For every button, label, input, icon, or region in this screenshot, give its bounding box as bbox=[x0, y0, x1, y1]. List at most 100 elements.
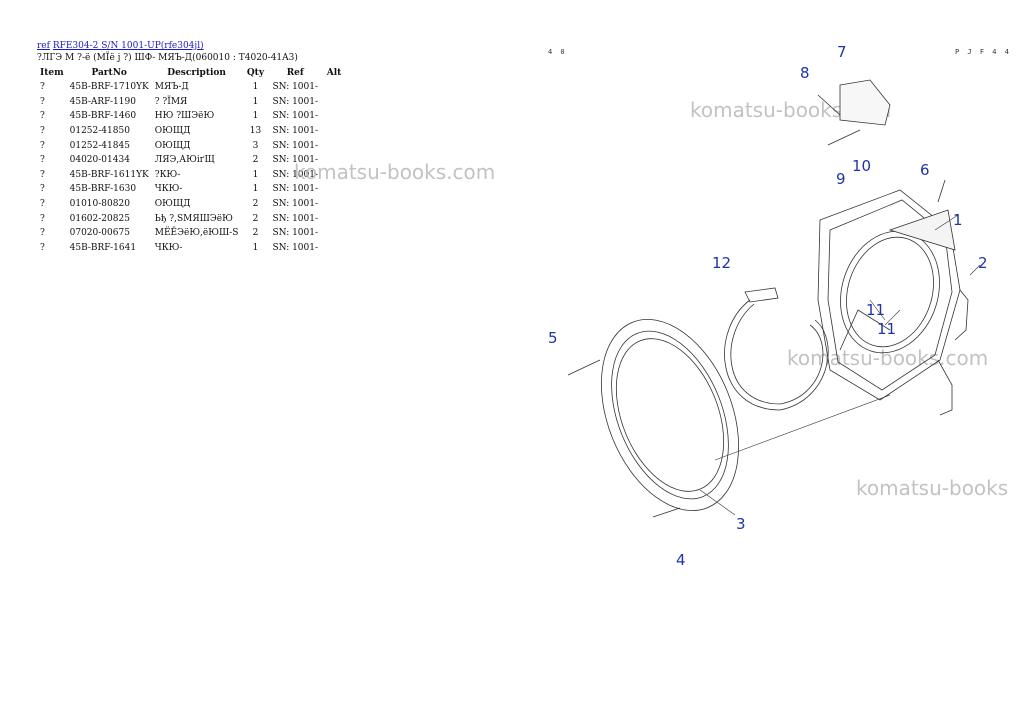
callout-2: 2 bbox=[978, 254, 988, 272]
seal-ring-part bbox=[724, 287, 829, 411]
table-row: ? 04020-01434 ЛЯЭ,АЮіґЩ 2 SN: 1001- bbox=[37, 153, 347, 168]
description-cell: МЯЪ-Д bbox=[154, 82, 189, 93]
part-number-cell: 04020-01434 bbox=[69, 155, 130, 166]
callout-9: 9 bbox=[836, 170, 846, 188]
item-cell: ? bbox=[40, 82, 45, 93]
quantity-cell: 1 bbox=[252, 82, 259, 93]
column-header-partno: PartNo bbox=[91, 68, 127, 78]
table-row: ? 45B-BRF-1641 ЧКЮ- 1 SN: 1001- bbox=[37, 241, 347, 256]
part-number-cell: 45B-BRF-1611YK bbox=[69, 169, 149, 180]
description-cell: ОЮЩД bbox=[154, 199, 191, 210]
part-number-cell: 45B-BRF-1460 bbox=[69, 111, 137, 122]
alt-cell bbox=[321, 124, 347, 139]
column-header-alt: Alt bbox=[326, 68, 342, 78]
ref-cell: SN: 1001- bbox=[272, 155, 319, 166]
description-cell: ЛЯЭ,АЮіґЩ bbox=[154, 155, 215, 166]
quantity-cell: 2 bbox=[252, 228, 259, 239]
item-cell: ? bbox=[40, 242, 45, 253]
part-number-cell: 01252-41850 bbox=[69, 126, 130, 137]
description-cell: ? ?ЇМЯ bbox=[154, 96, 188, 107]
callout-4: 4 bbox=[676, 551, 686, 569]
item-cell: ? bbox=[40, 213, 45, 224]
quantity-cell: 2 bbox=[252, 155, 259, 166]
description-cell: ОЮЩД bbox=[154, 126, 191, 137]
pin-6 bbox=[937, 179, 946, 203]
ref-cell: SN: 1001- bbox=[272, 199, 319, 210]
section-title: ?ЛГЭ М ?-ё (МЇё j ?) ШФ- МЯЪ-Д(060010 : … bbox=[37, 53, 298, 63]
callout-12: 12 bbox=[712, 254, 731, 272]
bolt-9 bbox=[827, 129, 861, 146]
description-cell: МЁЁЭёЮ,ёЮШ-S bbox=[154, 228, 239, 239]
ref-cell: SN: 1001- bbox=[272, 111, 319, 122]
table-header-row: Item PartNo Description Qty Ref Alt bbox=[37, 66, 347, 80]
alt-cell bbox=[321, 226, 347, 241]
part-number-cell: 01010-80820 bbox=[69, 199, 130, 210]
description-cell: Ьђ ?,SМЯШЭёЮ bbox=[154, 213, 233, 224]
callout-11a: 11 bbox=[866, 301, 885, 319]
table-row: ? 45B-BRF-1460 НЮ ?ШЭёЮ 1 SN: 1001- bbox=[37, 109, 347, 124]
callout-8: 8 bbox=[800, 64, 810, 82]
quantity-cell: 1 bbox=[252, 169, 259, 180]
pin-8 bbox=[817, 94, 841, 116]
item-cell: ? bbox=[40, 140, 45, 151]
quantity-cell: 3 bbox=[252, 140, 259, 151]
quantity-cell: 1 bbox=[252, 184, 259, 195]
callout-1: 1 bbox=[953, 211, 963, 229]
table-row: ? 01252-41845 ОЮЩД 3 SN: 1001- bbox=[37, 138, 347, 153]
item-cell: ? bbox=[40, 111, 45, 122]
quantity-cell: 13 bbox=[249, 126, 262, 137]
callout-3: 3 bbox=[736, 515, 746, 533]
drawing-code-left: 4 0 bbox=[548, 48, 567, 56]
ref-cell: SN: 1001- bbox=[272, 140, 319, 151]
alt-cell bbox=[321, 182, 347, 197]
quantity-cell: 1 bbox=[252, 111, 259, 122]
flange-ring-part bbox=[600, 319, 740, 511]
quantity-cell: 2 bbox=[252, 199, 259, 210]
item-cell: ? bbox=[40, 184, 45, 195]
column-header-ref: Ref bbox=[286, 68, 304, 78]
description-cell: ЧКЮ- bbox=[154, 242, 183, 253]
description-cell: ОЮЩД bbox=[154, 140, 191, 151]
ref-cell: SN: 1001- bbox=[272, 184, 319, 195]
callout-7: 7 bbox=[837, 43, 847, 61]
watermark: komatsu-books bbox=[856, 476, 1009, 500]
breadcrumb: ref RFE304-2 S/N 1001-UP(rfe304jl) bbox=[37, 40, 204, 52]
part-number-cell: 01252-41845 bbox=[69, 140, 130, 151]
watermark: komatsu-books.com bbox=[787, 346, 989, 370]
watermark: komatsu-books.com bbox=[294, 160, 496, 184]
callout-5: 5 bbox=[548, 329, 558, 347]
item-cell: ? bbox=[40, 199, 45, 210]
model-link[interactable]: RFE304-2 S/N 1001-UP(rfe304jl) bbox=[52, 41, 204, 51]
housing-part bbox=[817, 189, 969, 416]
description-cell: НЮ ?ШЭёЮ bbox=[154, 111, 215, 122]
ref-cell: SN: 1001- bbox=[272, 82, 319, 93]
ref-cell: SN: 1001- bbox=[272, 228, 319, 239]
alt-cell bbox=[321, 80, 347, 95]
column-header-item: Item bbox=[40, 68, 64, 78]
quantity-cell: 1 bbox=[252, 242, 259, 253]
part-number-cell: 01602-20825 bbox=[69, 213, 130, 224]
item-cell: ? bbox=[40, 96, 45, 107]
alt-cell bbox=[321, 197, 347, 212]
item-cell: ? bbox=[40, 126, 45, 137]
part-number-cell: 45B-BRF-1641 bbox=[69, 242, 137, 253]
ref-link[interactable]: ref bbox=[37, 41, 50, 51]
ref-cell: SN: 1001- bbox=[272, 242, 319, 253]
description-cell: ?КЮ- bbox=[154, 169, 181, 180]
part-number-cell: 07020-00675 bbox=[69, 228, 130, 239]
alt-cell bbox=[321, 95, 347, 110]
alt-cell bbox=[321, 211, 347, 226]
item-cell: ? bbox=[40, 155, 45, 166]
table-row: ? 45B-BRF-1710YK МЯЪ-Д 1 SN: 1001- bbox=[37, 80, 347, 95]
column-header-description: Description bbox=[167, 68, 226, 78]
callout-11b: 11 bbox=[877, 320, 896, 338]
part-number-cell: 45B-BRF-1710YK bbox=[69, 82, 149, 93]
item-cell: ? bbox=[40, 169, 45, 180]
part-number-cell: 45B-BRF-1630 bbox=[69, 184, 137, 195]
drawing-code-right: P J F 4 4 bbox=[955, 48, 1011, 56]
